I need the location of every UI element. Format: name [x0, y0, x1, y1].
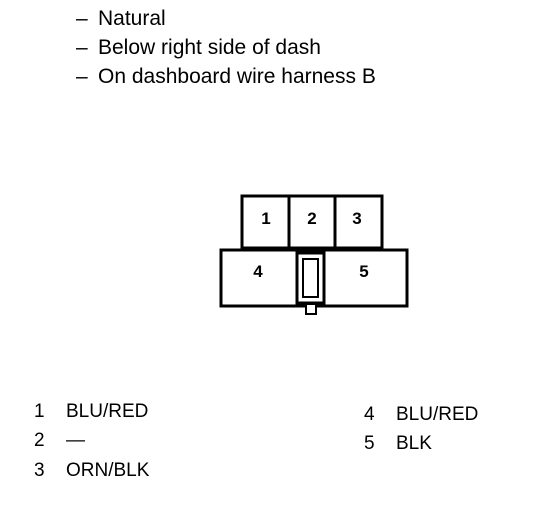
wire-pin-number: 1 [34, 401, 45, 422]
note-text: Below right side of dash [98, 36, 321, 59]
wire-pin-number: 4 [364, 404, 375, 425]
pin-label-4: 4 [253, 262, 263, 281]
note-text: On dashboard wire harness B [98, 65, 376, 88]
note-dash: – [76, 36, 88, 59]
wire-pin-number: 2 [34, 430, 45, 451]
pin-label-3: 3 [352, 209, 361, 228]
wire-row-2: 2— [34, 426, 85, 455]
wire-row-1: 1 BLU/RED [34, 397, 148, 426]
wire-color: — [66, 430, 85, 451]
wire-row-4: 4 BLU/RED [364, 400, 478, 429]
wire-color: BLU/RED [396, 404, 479, 425]
wire-color: ORN/BLK [66, 460, 150, 481]
note-text: Natural [98, 7, 166, 30]
pin-label-5: 5 [359, 262, 368, 281]
pin-label-2: 2 [307, 209, 316, 228]
wire-pin-number: 3 [34, 460, 45, 481]
note-dash: – [76, 7, 88, 30]
note-color: –Natural [76, 4, 376, 33]
wire-row-3: 3 ORN/BLK [34, 456, 149, 485]
connector-top-housing [240, 194, 384, 250]
wire-color: BLU/RED [66, 401, 149, 422]
note-harness: –On dashboard wire harness B [76, 62, 376, 91]
note-location: –Below right side of dash [76, 33, 376, 62]
note-dash: – [76, 65, 88, 88]
locking-tab-inner [302, 258, 319, 298]
wire-row-5: 5 BLK [364, 429, 432, 458]
pin-label-1: 1 [261, 209, 270, 228]
connector-notes: –Natural –Below right side of dash –On d… [76, 4, 376, 91]
wire-color: BLK [396, 433, 432, 454]
wire-pin-number: 5 [364, 433, 375, 454]
locking-latch [305, 303, 317, 315]
